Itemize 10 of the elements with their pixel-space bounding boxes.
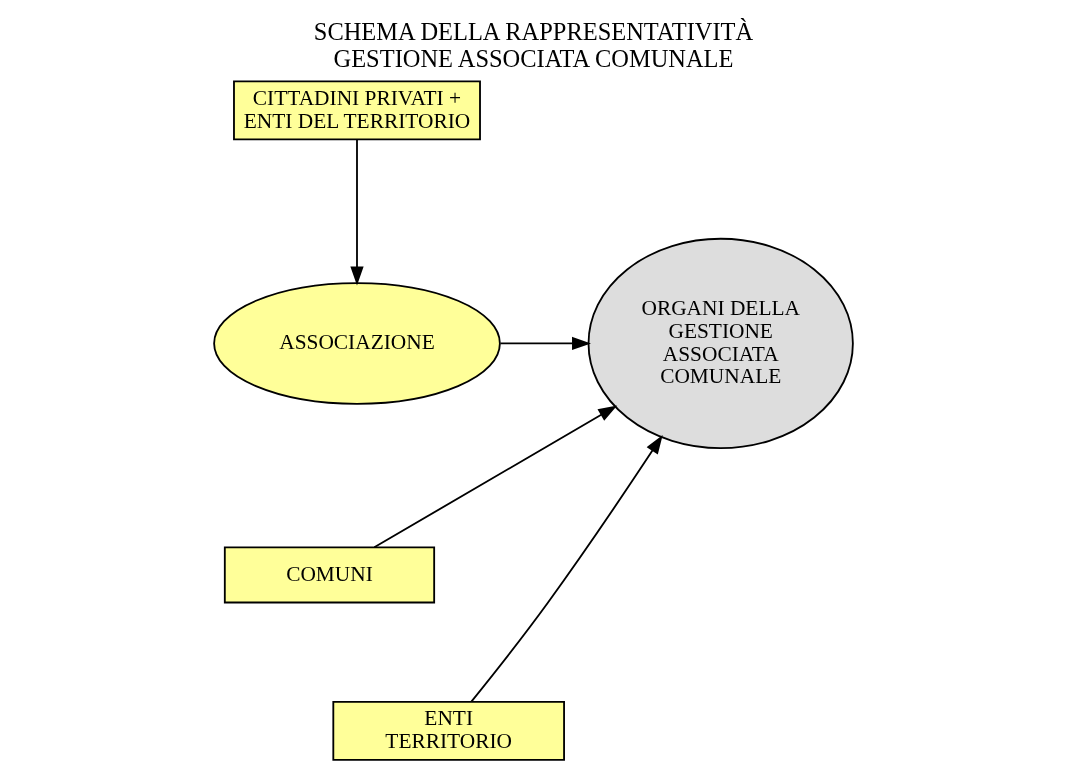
node-ellipse: ASSOCIAZIONE: [213, 282, 501, 405]
node-box: CITTADINI PRIVATI + ENTI DEL TERRITORIO: [233, 80, 481, 141]
node-box: ENTI TERRITORIO: [332, 700, 565, 761]
arrow: [499, 336, 591, 351]
node-ellipse: ORGANI DELLA GESTIONE ASSOCIATA COMUNALE: [587, 237, 854, 450]
arrow: [350, 138, 364, 286]
diagram-title: SCHEMA DELLA RAPPRESENTATIVITÀ GESTIONE ASSOCIATA COMUNALE: [313, 17, 754, 73]
arrow: [470, 434, 663, 703]
node-box: COMUNI: [223, 546, 436, 604]
arrow: [373, 405, 618, 549]
